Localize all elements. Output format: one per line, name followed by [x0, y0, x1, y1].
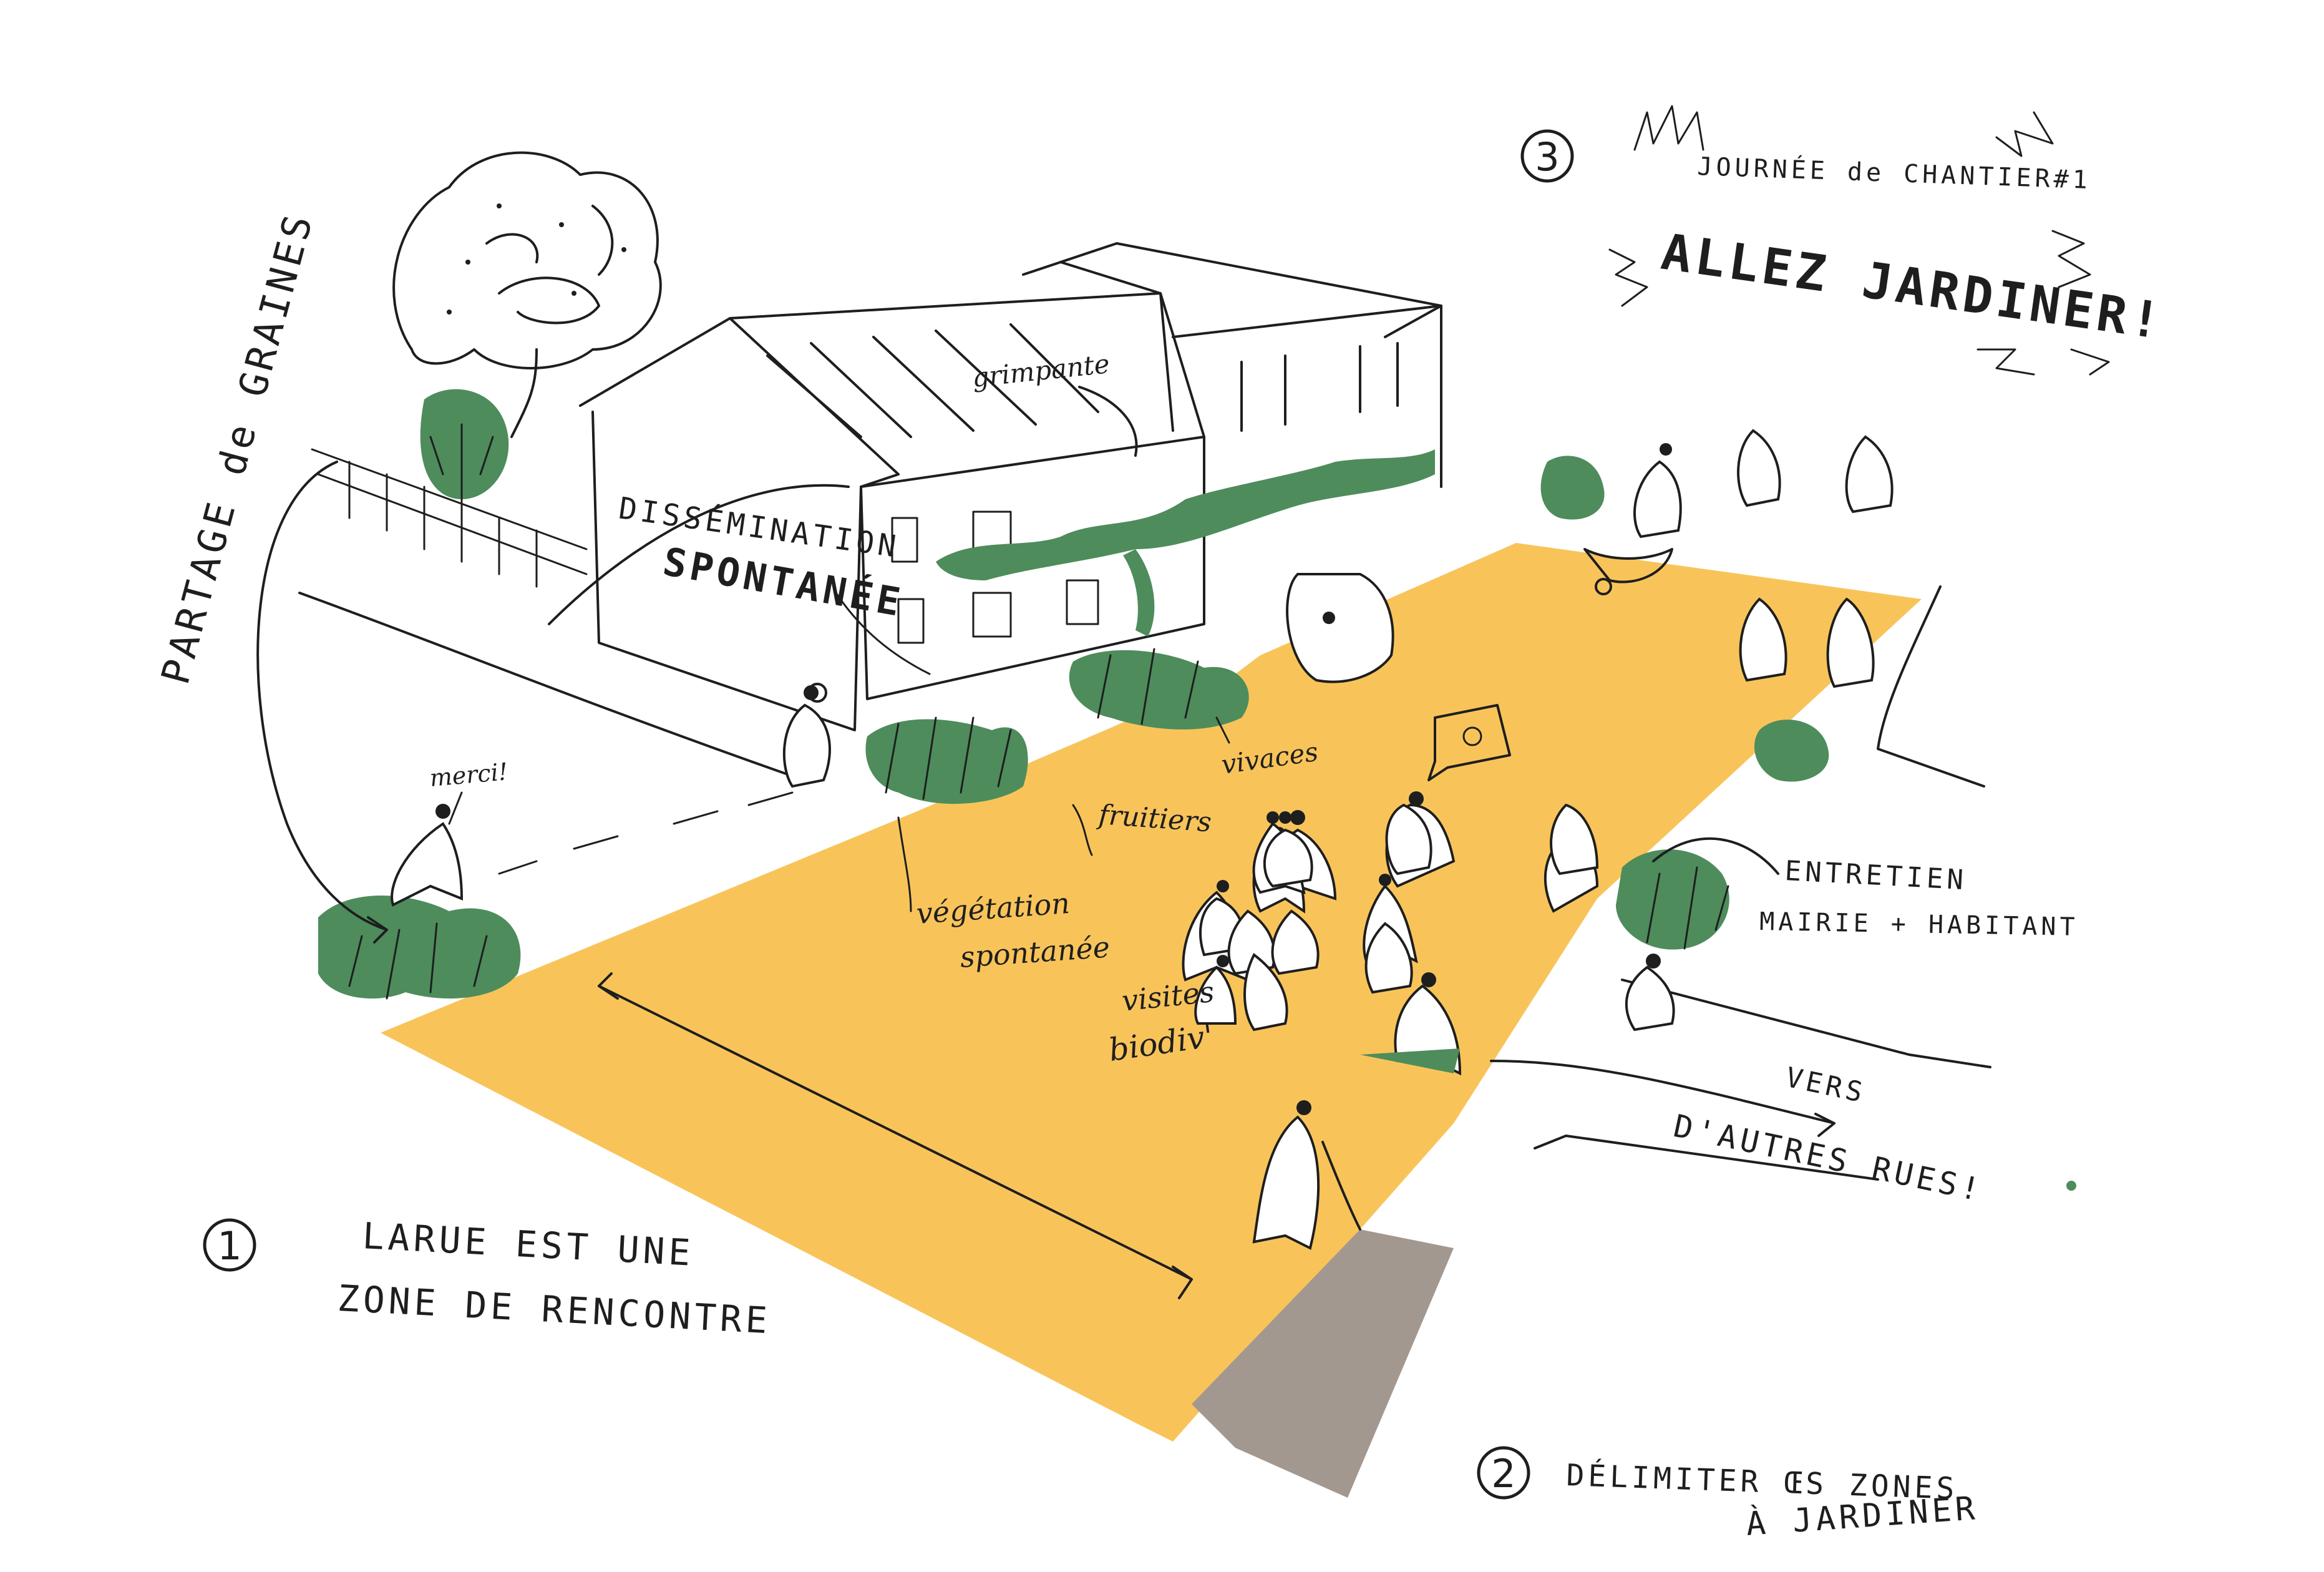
- arrow-icon: [598, 985, 1193, 1281]
- speech-bubble: [1427, 704, 1511, 781]
- circled-number-icon: [1520, 129, 1574, 183]
- street-yellow-zone: [381, 543, 1922, 1442]
- person-figure-icon: [1360, 972, 1462, 1076]
- house-icon: [298, 242, 1991, 1181]
- step-3-line-2: ALLEZ JARDINER!: [1658, 223, 2168, 351]
- person-figure-icon: [1845, 435, 1894, 514]
- person-figure-icon: [1194, 955, 1237, 1025]
- step-3-badge: 3: [1520, 129, 1574, 183]
- person-figure-icon: [1633, 443, 1682, 539]
- step-1-number: 1: [217, 1223, 241, 1269]
- person-figure-icon: [1252, 1100, 1361, 1250]
- group-of-people: [1199, 803, 1599, 1032]
- arrow-icon: [1652, 837, 1779, 875]
- bush-icon: [865, 716, 1028, 804]
- circled-number-icon: [1477, 1446, 1530, 1500]
- climbing-label: grimpante: [971, 348, 1111, 393]
- street-zone: [381, 543, 1922, 1442]
- arrows: [256, 386, 1835, 1299]
- step-3-line-1: JOURNÉE de CHANTIER#1: [1697, 151, 2092, 195]
- step-3-caption: JOURNÉE de CHANTIER#1 ALLEZ JARDINER!: [1658, 151, 2168, 351]
- person-figure-icon: [1279, 811, 1291, 824]
- maintenance-line-2: MAIRIE + HABITANT: [1759, 907, 2079, 942]
- wheelbarrow: [1583, 548, 1673, 595]
- arrow-icon: [548, 484, 850, 625]
- bush-icon: [1616, 849, 1729, 950]
- person-figure-icon: [1739, 597, 1787, 682]
- people: [391, 429, 1894, 1250]
- arrow-icon: [256, 461, 388, 931]
- step-1-line-1: LARUE EST UNE: [361, 1214, 695, 1274]
- dot-mark: [2066, 1181, 2076, 1191]
- step-3-number: 3: [1535, 134, 1559, 180]
- person-figure-icon: [391, 791, 464, 907]
- person-figure-icon: [1286, 573, 1394, 683]
- arrow-icon: [1078, 386, 1138, 457]
- ground-patch: [1192, 1229, 1454, 1498]
- person-figure-icon: [1826, 597, 1875, 688]
- exclamation-burst-icon: [1608, 105, 2110, 376]
- step-2-number: 2: [1491, 1451, 1515, 1496]
- dissemination-line-1: DISSÉMINATION: [616, 490, 902, 565]
- arrow-icon: [1490, 1060, 1835, 1125]
- maintenance-line-1: ENTRETIEN: [1784, 855, 1968, 896]
- step-2-badge: 2: [1477, 1446, 1530, 1500]
- step-2-caption: DÉLIMITER ŒS ZONES À JARDINER: [1566, 1457, 1980, 1543]
- person-figure-icon: [782, 685, 831, 788]
- bush-icon: [1540, 456, 1605, 520]
- tree-icon: [392, 151, 662, 438]
- vegetation: [318, 389, 1829, 1000]
- other-streets-line-1: VERS: [1783, 1062, 1869, 1110]
- person-figure-icon: [1625, 954, 1675, 1032]
- thanks-label: merci!: [429, 758, 509, 792]
- person-figure-icon: [1737, 429, 1781, 507]
- step-1-badge: 1: [203, 1218, 256, 1272]
- circled-number-icon: [203, 1218, 256, 1272]
- bush-icon: [1754, 720, 1829, 782]
- step-1-line-2: ZONE DE RENCONTRE: [336, 1277, 772, 1342]
- seed-sharing-label: PARTAGE de GRAINES: [152, 207, 322, 689]
- bush-icon: [1069, 648, 1249, 730]
- step-1-caption: LARUE EST UNE ZONE DE RENCONTRE: [336, 1214, 772, 1342]
- bush-icon: [420, 389, 509, 500]
- person-figure-icon: [807, 683, 827, 703]
